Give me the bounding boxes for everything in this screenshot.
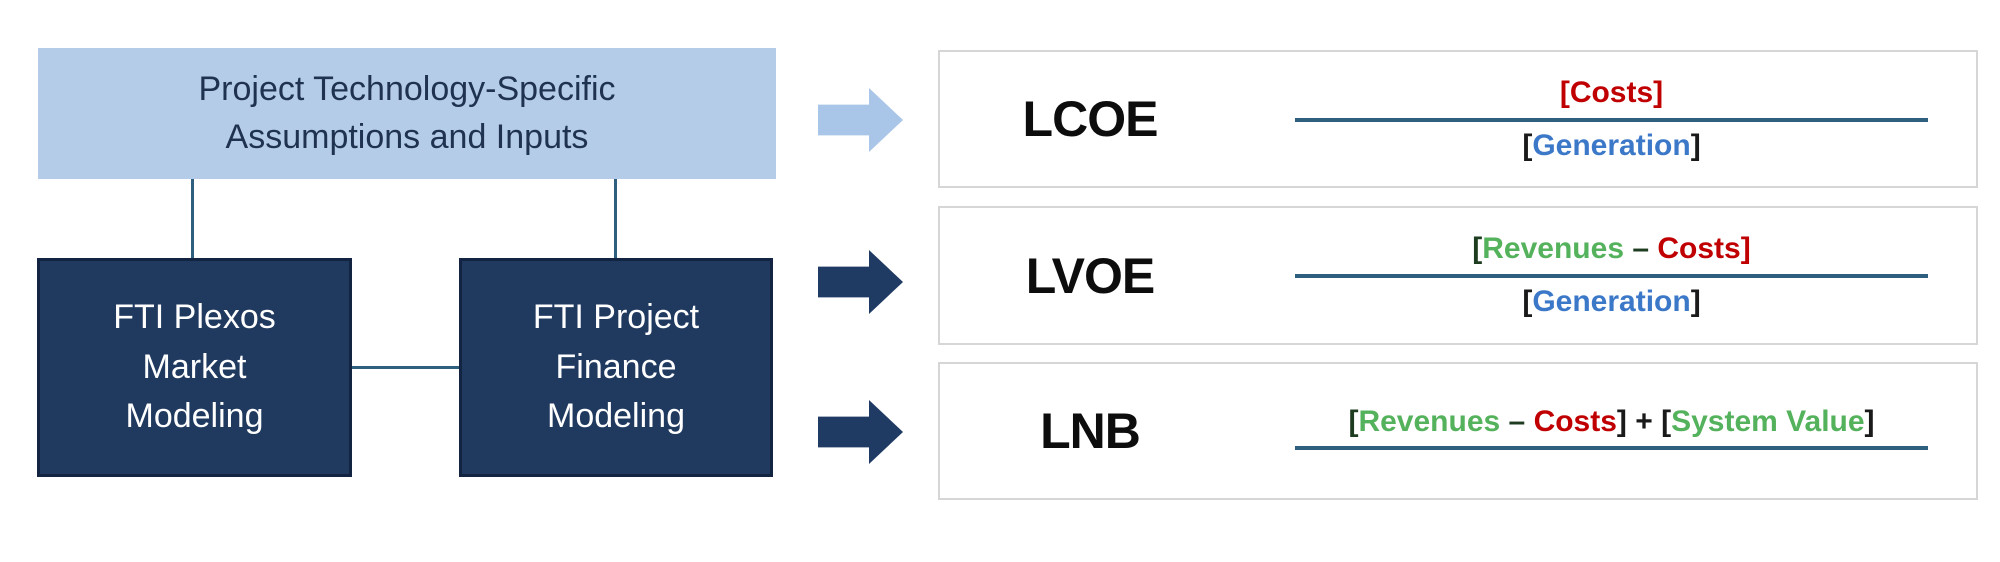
- connector-line-horizontal: [352, 366, 459, 369]
- fraction-line: [1295, 446, 1928, 451]
- market-modeling-box: FTI Plexos Market Modeling: [37, 258, 352, 477]
- formula-denominator: [Generation]: [1522, 285, 1700, 319]
- formula-lnb: [Revenues – Costs] + [System Value]: [1295, 405, 1928, 458]
- metric-box-lcoe: LCOE [Costs] [Generation]: [938, 50, 1978, 188]
- formula-segment: ] + [: [1616, 404, 1672, 438]
- formula-numerator: [Revenues – Costs] + [System Value]: [1348, 405, 1874, 439]
- right-arrow-icon-lvoe: [818, 250, 903, 314]
- formula-numerator: [Costs]: [1560, 76, 1663, 110]
- finance-modeling-box: FTI Project Finance Modeling: [459, 258, 773, 477]
- assumptions-box: Project Technology-Specific Assumptions …: [38, 48, 776, 179]
- right-arrow-icon-lcoe: [818, 88, 903, 152]
- formula-numerator: [Revenues – Costs]: [1472, 232, 1750, 266]
- formula-segment: [: [1522, 128, 1533, 162]
- formula-segment: Generation: [1532, 285, 1691, 318]
- connector-line-right-vertical: [614, 179, 617, 258]
- formula-segment: ]: [1864, 404, 1875, 438]
- formula-segment: Costs: [1533, 404, 1617, 438]
- metric-label-lcoe: LCOE: [1022, 91, 1159, 147]
- formula-segment: ]: [1690, 285, 1701, 318]
- formula-denominator: [Generation]: [1522, 129, 1700, 163]
- formula-segment: [Costs]: [1559, 75, 1664, 109]
- formula-segment: –: [1624, 232, 1658, 266]
- metric-label-lnb: LNB: [1040, 403, 1141, 459]
- right-arrow-icon-lnb: [818, 400, 903, 464]
- formula-lvoe: [Revenues – Costs] [Generation]: [1295, 232, 1928, 318]
- formula-lcoe: [Costs] [Generation]: [1295, 76, 1928, 162]
- formula-segment: –: [1500, 404, 1534, 438]
- fraction-line: [1295, 274, 1928, 278]
- formula-segment: [: [1348, 404, 1359, 438]
- formula-segment: Revenues: [1482, 232, 1625, 266]
- metric-box-lvoe: LVOE [Revenues – Costs] [Generation]: [938, 206, 1978, 345]
- formula-segment: Costs]: [1657, 232, 1751, 266]
- fraction-line: [1295, 117, 1928, 122]
- formula-segment: ]: [1690, 128, 1701, 162]
- metric-box-lnb: LNB [Revenues – Costs] + [System Value]: [938, 362, 1978, 500]
- formula-segment: [: [1522, 285, 1533, 318]
- formula-segment: Generation: [1532, 128, 1691, 162]
- formula-segment: Revenues: [1358, 404, 1501, 438]
- metric-label-lvoe: LVOE: [1025, 247, 1155, 304]
- formula-segment: System Value: [1671, 404, 1865, 438]
- connector-line-left-vertical: [191, 179, 194, 258]
- formula-segment: [: [1472, 232, 1483, 266]
